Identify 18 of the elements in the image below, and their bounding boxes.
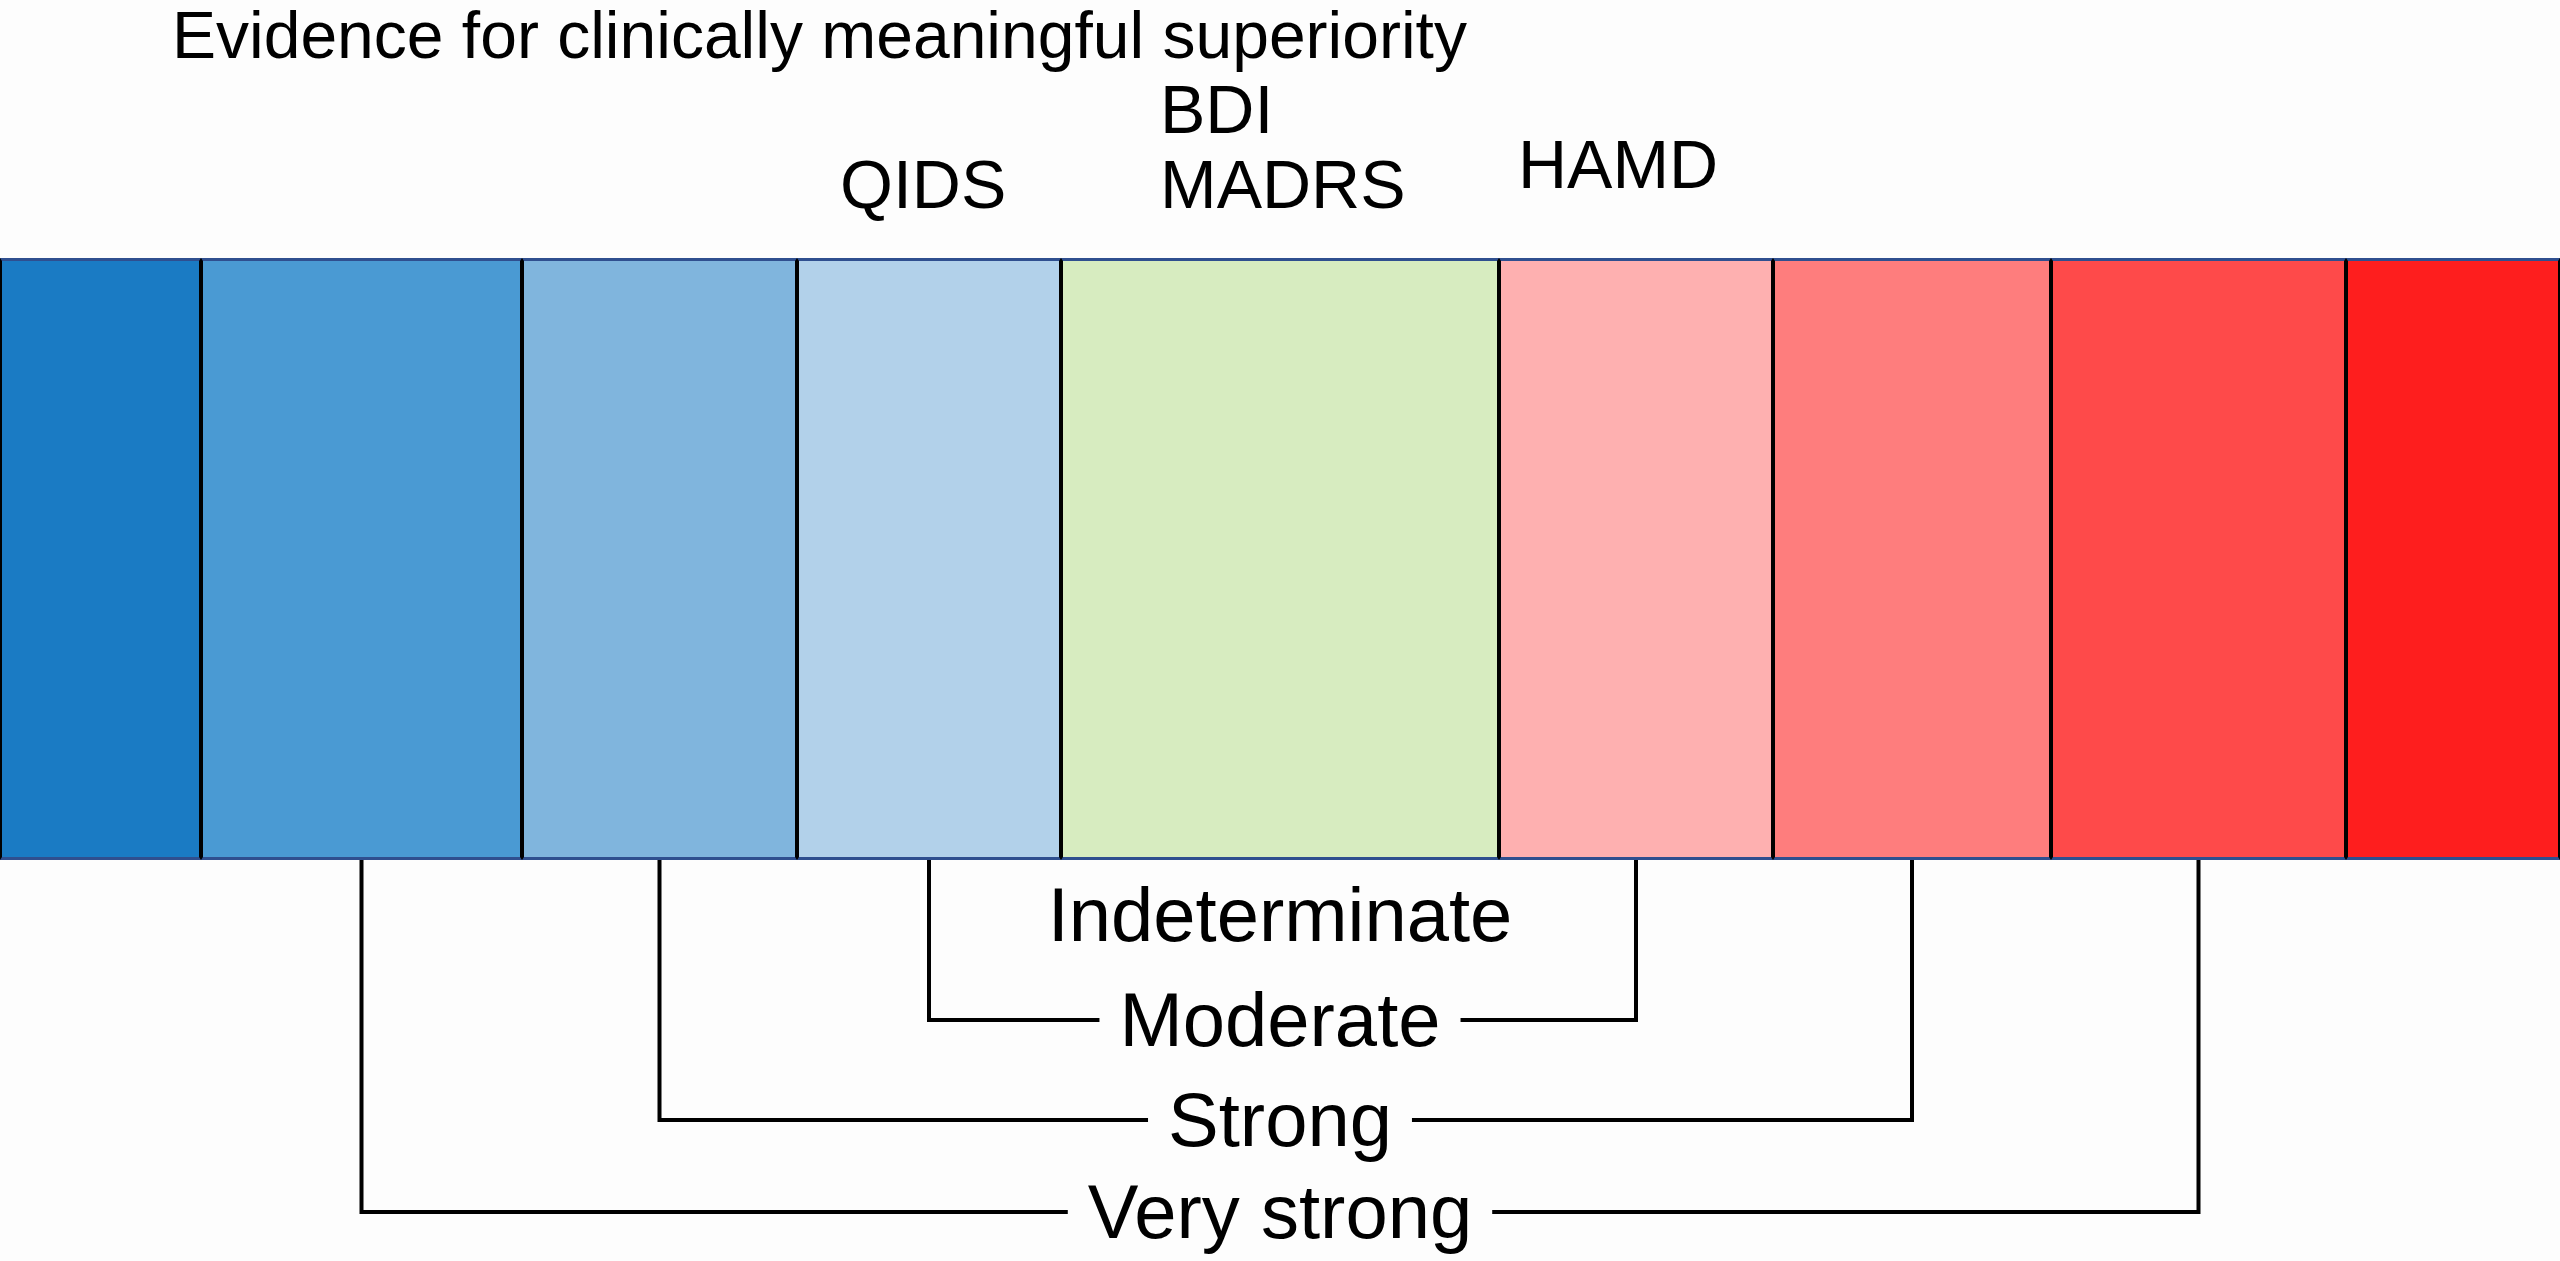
evidence-band	[522, 258, 797, 860]
bracket-line	[927, 860, 1100, 1022]
evidence-band	[1061, 258, 1499, 860]
bracket-line	[657, 860, 1149, 1122]
evidence-band	[797, 258, 1061, 860]
scale-label: BDI	[1160, 75, 1274, 143]
evidence-band	[0, 258, 201, 860]
evidence-band	[2051, 258, 2346, 860]
bracket-line	[1492, 860, 2201, 1214]
evidence-band	[201, 258, 522, 860]
scale-label: HAMD	[1518, 130, 1719, 198]
bracket-line	[1460, 860, 1638, 1022]
evidence-band	[1773, 258, 2051, 860]
bracket-line	[359, 860, 1068, 1214]
bracket-line	[1411, 860, 1914, 1122]
evidence-band	[2346, 258, 2560, 860]
scale-label: MADRS	[1160, 150, 1406, 218]
evidence-band	[1499, 258, 1773, 860]
